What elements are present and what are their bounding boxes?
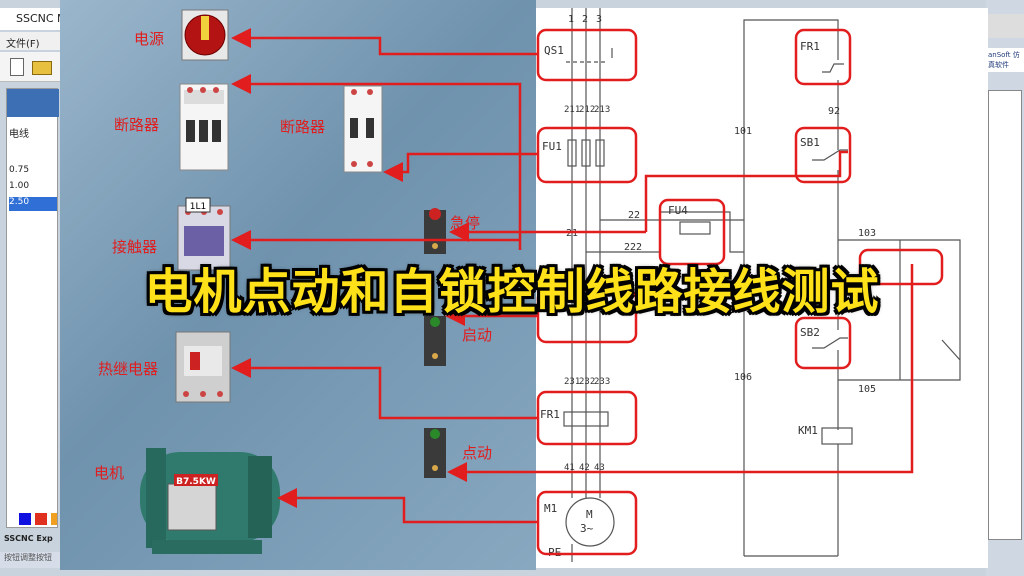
power-switch-icon[interactable] <box>181 9 229 61</box>
schematic-lines <box>563 8 961 562</box>
label-estop: 急停 <box>450 214 481 232</box>
schem-motor-m: M <box>586 508 593 521</box>
schem-sb2: SB2 <box>800 326 820 339</box>
host-status: 按钮调整按钮 <box>0 552 60 568</box>
open-folder-icon[interactable] <box>32 61 52 75</box>
wire-no: 101 <box>734 126 752 137</box>
panel-header-bar <box>7 89 59 117</box>
wire-no: 105 <box>858 384 876 395</box>
schem-motor-sub: 3~ <box>580 522 594 535</box>
wire-no: 106 <box>734 372 752 383</box>
wire-no: 233 <box>594 377 610 387</box>
schem-km1: KM1 <box>798 424 818 437</box>
wire-no: 231 <box>564 377 580 387</box>
motor-nameplate-text: B7.5KW <box>176 477 216 487</box>
wire-no: 43 <box>594 463 605 473</box>
label-start: 启动 <box>462 326 493 344</box>
schem-m1: M1 <box>544 502 557 515</box>
wire-no: 211 <box>564 105 580 115</box>
panel-header: 电线 <box>9 129 29 140</box>
wire-option[interactable]: 1.00 <box>9 181 30 191</box>
connection-arrows <box>231 28 914 524</box>
wire-panel: 电线 0.75 1.00 2.50 <box>6 88 59 528</box>
schem-fu1: FU1 <box>542 140 562 153</box>
wire-no: 2 <box>582 14 588 25</box>
contactor-tag <box>185 197 211 213</box>
new-file-icon[interactable] <box>10 58 24 76</box>
host-right-grid <box>988 90 1022 540</box>
label-power: 电源 <box>134 30 165 48</box>
label-thermal-relay: 热继电器 <box>98 360 159 378</box>
wire-no: 232 <box>579 377 595 387</box>
host-right-toolbar <box>986 14 1024 38</box>
main-breaker-icon[interactable] <box>179 83 229 171</box>
wire-no: 92 <box>828 106 840 117</box>
schem-pe: PE <box>548 546 561 559</box>
wire-no: 22 <box>628 210 640 221</box>
brand-label: anSoft 仿真软件 <box>986 48 1024 72</box>
video-caption: 电机点动和自锁控制线路接线测试 <box>144 264 880 320</box>
host-menu-file[interactable]: 文件(F) <box>0 32 60 50</box>
wire-no: 212 <box>579 105 595 115</box>
estop-button-icon[interactable] <box>424 208 446 254</box>
wire-no: 41 <box>564 463 575 473</box>
label-contactor: 接触器 <box>112 238 158 256</box>
motor-nameplate <box>174 474 218 486</box>
thermal-relay-icon[interactable] <box>175 331 231 403</box>
label-control-breaker: 断路器 <box>280 118 326 136</box>
wire-no: 103 <box>858 228 876 239</box>
wire-no: 3 <box>596 14 602 25</box>
label-jog: 点动 <box>462 444 493 462</box>
wire-no: 42 <box>579 463 590 473</box>
wire-option[interactable]: 0.75 <box>9 165 30 175</box>
schem-fr1-contacts: FR1 <box>540 408 560 421</box>
wire-option-selected[interactable]: 2.50 <box>9 197 57 211</box>
color-swatch-orange[interactable] <box>51 513 57 525</box>
wire-no: 21 <box>566 228 578 239</box>
wire-no: 222 <box>624 242 642 253</box>
motor-icon[interactable] <box>140 448 280 554</box>
jog-button-icon[interactable] <box>424 428 446 478</box>
host-toolbar <box>0 52 60 82</box>
schem-sb1: SB1 <box>800 136 820 149</box>
wire-no: 1 <box>568 14 574 25</box>
schem-fu4: FU4 <box>668 204 688 217</box>
schem-qs1: QS1 <box>544 44 564 57</box>
color-swatch-blue[interactable] <box>19 513 31 525</box>
host-right-panel: anSoft 仿真软件 <box>986 0 1024 576</box>
contactor-tag-text: 1L1 <box>190 202 206 212</box>
label-main-breaker: 断路器 <box>114 116 160 134</box>
host-footer: SSCNC Exp <box>4 534 53 543</box>
control-breaker-icon[interactable] <box>343 85 383 173</box>
wire-no: 213 <box>594 105 610 115</box>
color-swatch-red[interactable] <box>35 513 47 525</box>
start-button-icon[interactable] <box>424 316 446 366</box>
schem-fr1-relay: FR1 <box>800 40 820 53</box>
contactor-icon[interactable] <box>177 205 231 271</box>
label-motor: 电机 <box>94 464 125 482</box>
